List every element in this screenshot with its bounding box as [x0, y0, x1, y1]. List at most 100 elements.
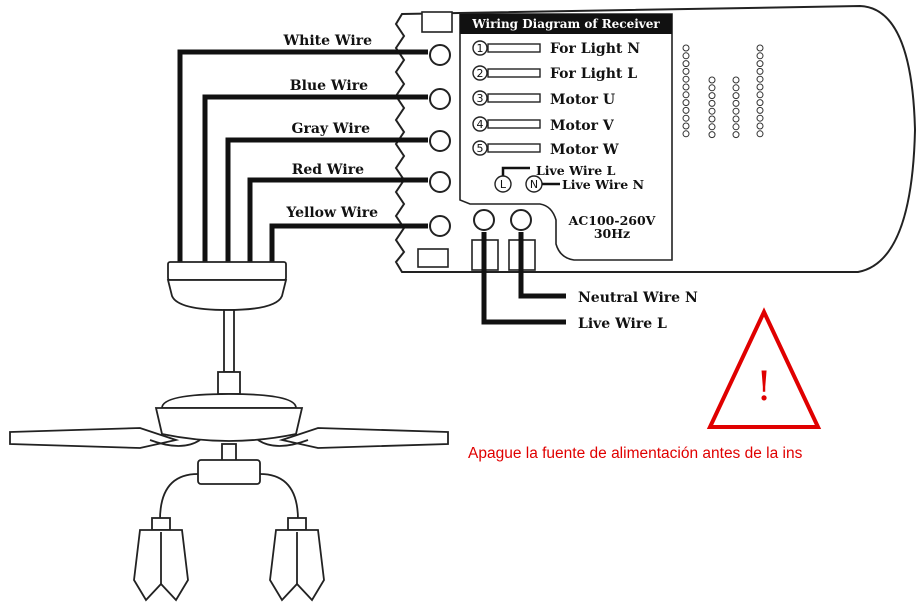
- light-arm-left: [159, 473, 199, 521]
- fan-blade-left: [9, 427, 180, 449]
- blade-arm-left: [149, 439, 201, 447]
- vent-hole: [708, 115, 716, 123]
- warning-triangle-icon: [706, 307, 822, 429]
- panel-header: Wiring Diagram of Receiver: [471, 17, 660, 31]
- supply-screw-live: [473, 209, 495, 231]
- vent-hole: [682, 99, 690, 107]
- neutral-input-symbol: N: [530, 178, 538, 191]
- vent-hole: [756, 130, 764, 138]
- yellow-wire-label: Yellow Wire: [285, 205, 378, 221]
- vent-hole: [708, 92, 716, 100]
- yellow-wire: [269, 223, 428, 262]
- fan-canopy-top: [167, 261, 287, 281]
- receiver-tab-top: [421, 11, 453, 33]
- vent-hole: [708, 84, 716, 92]
- receiver-screw-terminals: [429, 44, 451, 237]
- vent-hole: [732, 123, 740, 131]
- terminal-slot: [487, 68, 541, 78]
- light-socket-left: [151, 517, 171, 531]
- light-arm-right: [259, 473, 299, 521]
- vent-hole: [756, 44, 764, 52]
- white-wire: [177, 49, 428, 262]
- vent-hole: [708, 123, 716, 131]
- vent-hole: [756, 114, 764, 122]
- vent-hole: [682, 114, 690, 122]
- fan-canopy: [166, 279, 288, 311]
- motor-housing-top: [161, 393, 297, 409]
- vent-hole: [756, 106, 764, 114]
- vent-hole: [732, 99, 740, 107]
- terminal-row-5: 5 Motor W: [472, 140, 619, 158]
- panel-header-bar: [460, 14, 672, 34]
- vent-hole: [682, 60, 690, 68]
- vent-hole: [708, 107, 716, 115]
- live-input-circle: [494, 175, 512, 193]
- vent-hole: [682, 83, 690, 91]
- terminal-row-2: 2 For Light L: [472, 65, 637, 82]
- terminal-number-circle: [472, 90, 488, 106]
- light-socket-right: [287, 517, 307, 531]
- neutral-input-label: Live Wire N: [562, 177, 644, 192]
- vent-hole: [756, 91, 764, 99]
- terminal-row-1: 1 For Light N: [472, 40, 640, 57]
- gray-wire-label: Gray Wire: [292, 121, 371, 137]
- motor-housing: [154, 407, 304, 442]
- fan-coupler: [217, 371, 241, 395]
- terminal-row-4: 4 Motor V: [472, 116, 615, 134]
- vent-hole: [708, 76, 716, 84]
- vent-hole: [732, 115, 740, 123]
- power-input-terminals: L Live Wire L N Live Wire N: [494, 163, 644, 193]
- terminal-row-3: 3 Motor U: [472, 90, 615, 108]
- red-wire: [247, 177, 428, 262]
- frequency-rating: 30Hz: [594, 226, 630, 241]
- vent-hole: [708, 99, 716, 107]
- gray-wire: [225, 137, 428, 262]
- terminal-label: For Light L: [550, 66, 637, 82]
- terminal-number: 4: [477, 118, 484, 131]
- live-wire-label: Live Wire L: [578, 316, 667, 332]
- screw-terminal-1: [429, 44, 451, 66]
- terminal-number: 2: [477, 67, 484, 80]
- screw-terminal-2: [429, 88, 451, 110]
- vent-hole: [682, 52, 690, 60]
- live-input-label: Live Wire L: [536, 163, 616, 178]
- receiver-vent-holes: [682, 44, 764, 139]
- terminal-number-circle: [472, 65, 488, 81]
- screw-terminal-4: [429, 171, 451, 193]
- neutral-wire-label: Neutral Wire N: [578, 290, 698, 306]
- vent-hole: [732, 107, 740, 115]
- terminal-number-circle: [472, 40, 488, 56]
- red-wire-label: Red Wire: [292, 162, 364, 178]
- vent-hole: [682, 75, 690, 83]
- vent-hole: [732, 84, 740, 92]
- warning-text: Apague la fuente de alimentación antes d…: [468, 445, 803, 462]
- vent-hole: [682, 91, 690, 99]
- vent-hole: [682, 130, 690, 138]
- terminal-slot: [487, 43, 541, 53]
- terminal-label: Motor U: [550, 92, 615, 108]
- warning-exclamation: !: [756, 364, 772, 410]
- terminal-number: 3: [477, 92, 484, 105]
- live-input-symbol: L: [500, 178, 507, 191]
- vent-hole: [756, 67, 764, 75]
- vent-hole: [682, 106, 690, 114]
- terminal-label: Motor W: [550, 142, 619, 158]
- supply-screw-neutral: [510, 209, 532, 231]
- terminal-label: For Light N: [550, 41, 640, 57]
- vent-hole: [756, 99, 764, 107]
- vent-hole: [756, 60, 764, 68]
- screw-terminal-3: [429, 130, 451, 152]
- neutral-supply-wire: [518, 232, 566, 299]
- terminal-number: 5: [477, 142, 484, 155]
- terminal-number-circle: [472, 140, 488, 156]
- vent-hole: [732, 92, 740, 100]
- warning-sign: !: [706, 307, 822, 429]
- vent-hole: [756, 83, 764, 91]
- terminal-slot: [487, 119, 541, 129]
- live-supply-wire: [481, 232, 566, 325]
- voltage-rating: AC100-260V: [568, 213, 656, 228]
- vent-hole: [682, 44, 690, 52]
- fan-downrod: [223, 309, 235, 373]
